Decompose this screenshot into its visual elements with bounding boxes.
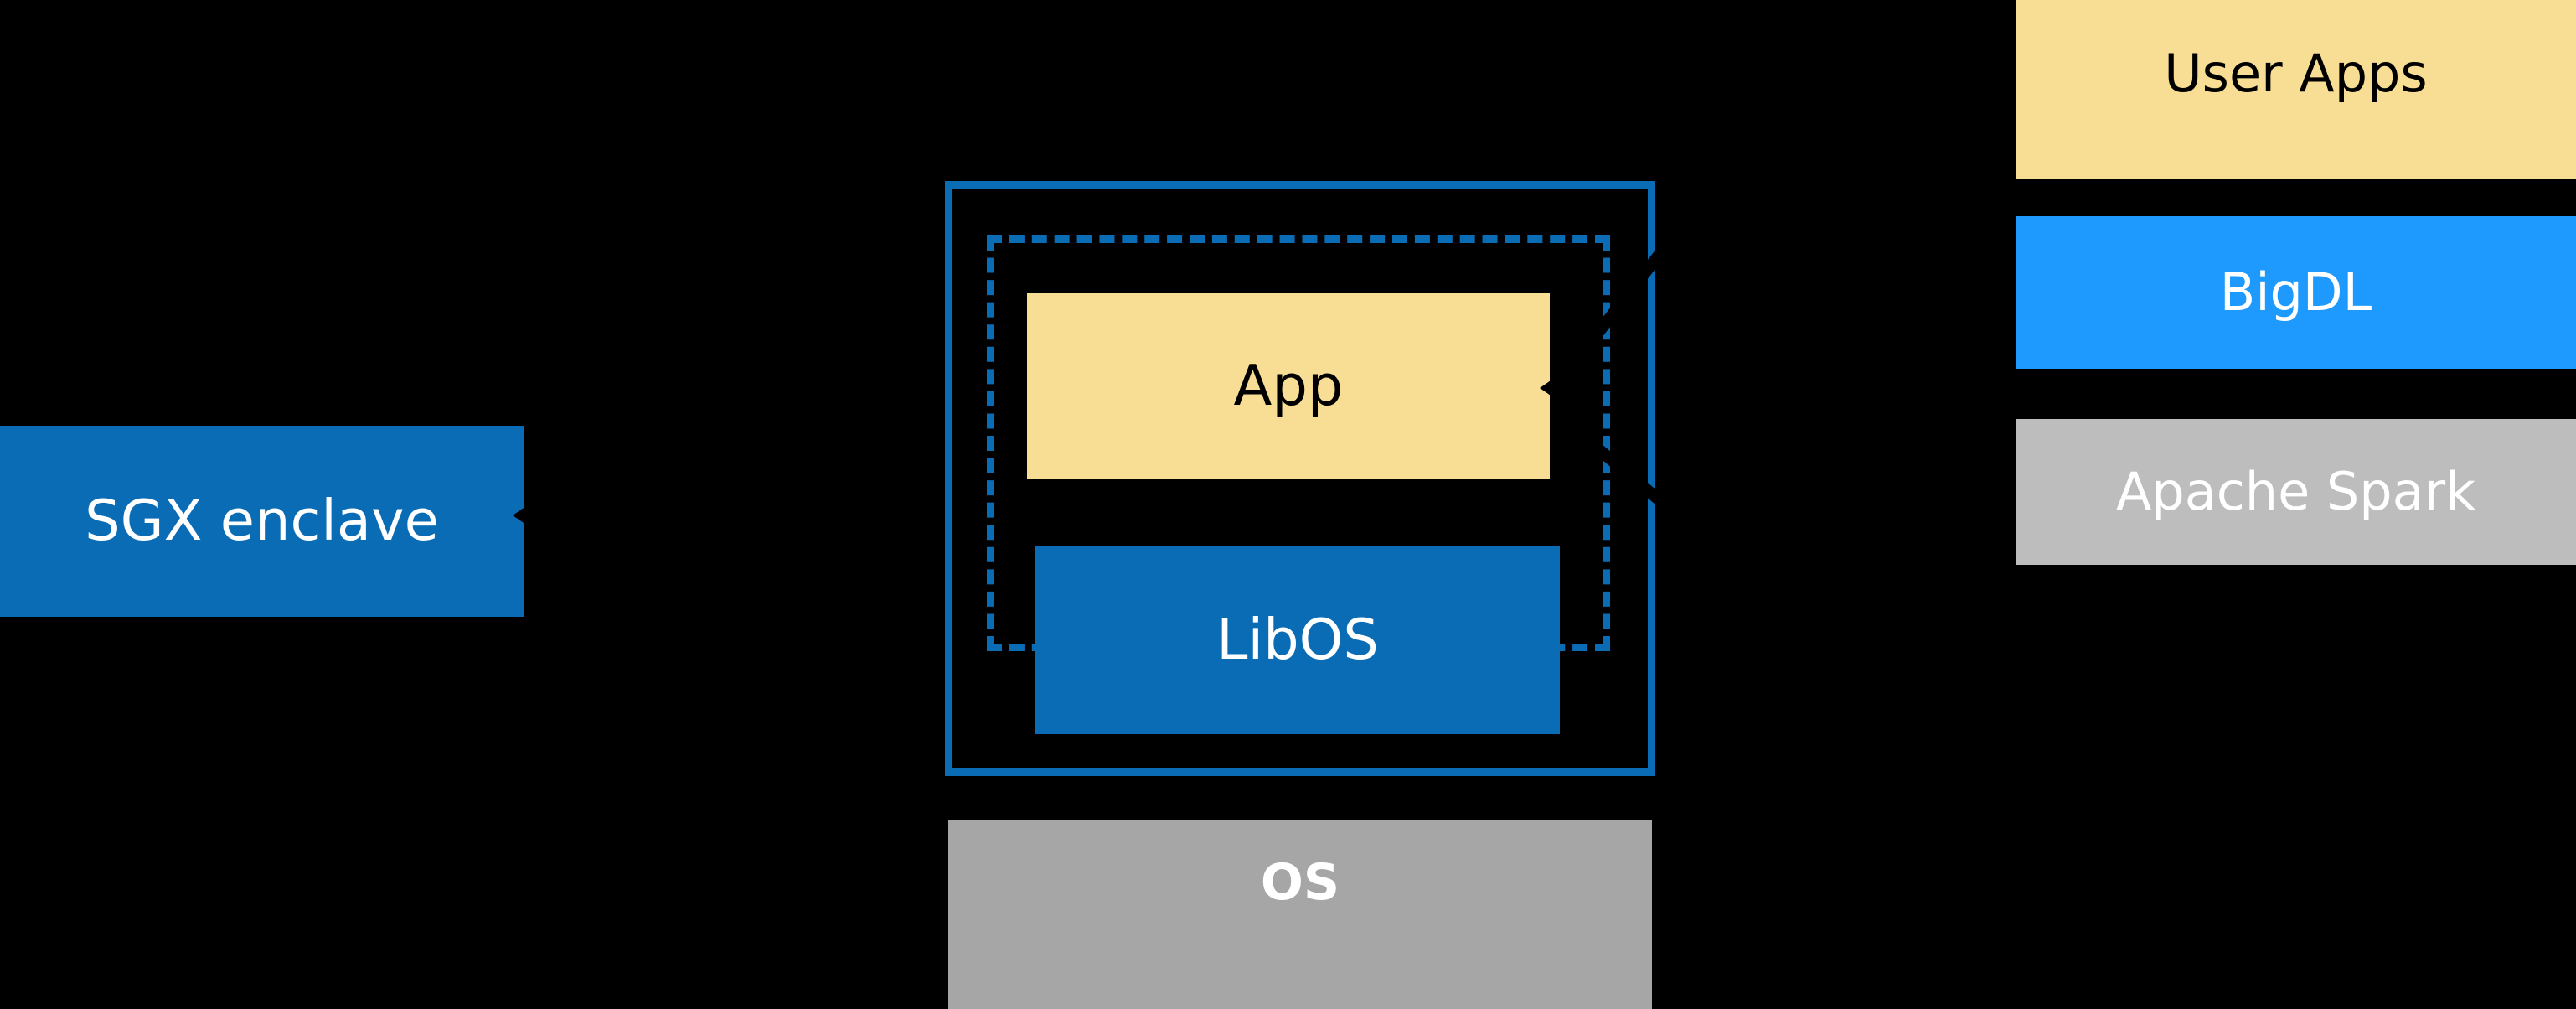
libos-box: LibOS (1035, 546, 1560, 734)
user-apps-box: User Apps (2016, 0, 2576, 179)
sgx-enclave-box: SGX enclave (0, 426, 524, 617)
os-box: OS (948, 820, 1652, 1009)
app-box: App (1027, 293, 1550, 479)
enclave-boundary-container (945, 181, 1655, 776)
apache-spark-box: Apache Spark (2016, 419, 2576, 565)
bigdl-box: BigDL (2016, 216, 2576, 369)
arrow-to-app-icon (1540, 379, 1553, 397)
arrow-to-sgx-enclave-icon (513, 506, 526, 525)
